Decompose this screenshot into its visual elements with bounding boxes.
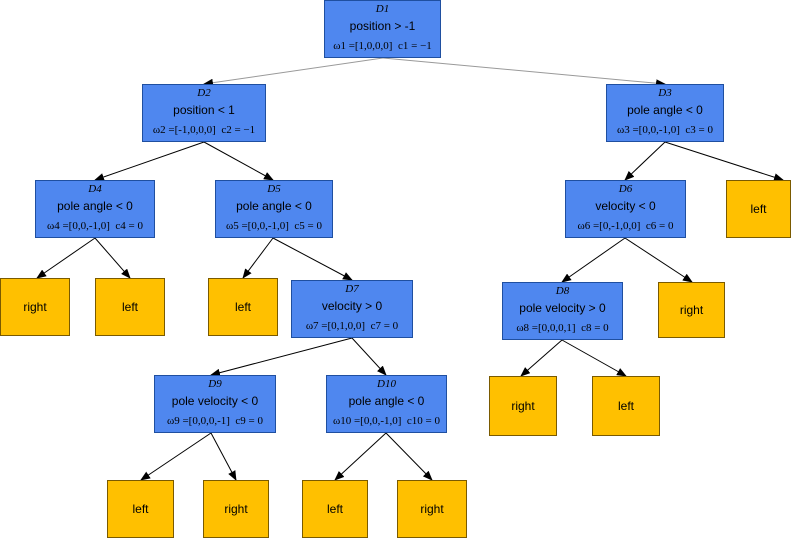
node-params: ω4 =[0,0,-1,0] c4 = 0: [38, 220, 152, 232]
node-c: c9 = 0: [235, 415, 264, 427]
node-c: c4 = 0: [115, 220, 144, 232]
edge-d1-d3: [382, 57, 666, 88]
node-condition: pole angle < 0: [348, 394, 425, 408]
decision-node-d3[interactable]: D3 pole angle < 0 ω3 =[0,0,-1,0] c3 = 0: [606, 84, 724, 142]
edge-d4-leaf-left: [36, 237, 96, 279]
node-params: ω9 =[0,0,0,-1] c9 = 0: [157, 415, 273, 427]
decision-node-d7[interactable]: D7 velocity > 0 ω7 =[0,1,0,0] c7 = 0: [291, 280, 413, 338]
leaf-d9-right[interactable]: right: [203, 480, 269, 538]
node-condition: pole velocity < 0: [171, 394, 259, 408]
leaf-d3-right[interactable]: left: [726, 180, 791, 238]
node-params: ω3 =[0,0,-1,0] c3 = 0: [609, 124, 721, 136]
node-condition: position > -1: [349, 19, 416, 33]
edge-d2-d4: [94, 141, 205, 181]
node-condition: velocity > 0: [321, 299, 383, 313]
node-params: ω8 =[0,0,0,1] c8 = 0: [505, 322, 620, 334]
leaf-d10-left[interactable]: left: [302, 480, 368, 538]
node-id: D9: [208, 378, 222, 390]
node-id: D1: [375, 3, 390, 15]
node-params: ω10 =[0,0,-1,0] c10 = 0: [329, 415, 444, 427]
node-params: ω2 =[-1,0,0,0] c2 = −1: [145, 124, 263, 136]
edge-d7-d10: [351, 337, 387, 376]
node-omega: ω3 =[0,0,-1,0]: [616, 124, 680, 136]
leaf-d4-right[interactable]: left: [95, 278, 165, 336]
edge-d8-leaf-right: [520, 339, 563, 377]
node-condition: velocity < 0: [595, 199, 656, 213]
decision-node-d9[interactable]: D9 pole velocity < 0 ω9 =[0,0,0,-1] c9 =…: [154, 375, 276, 433]
node-omega: ω4 =[0,0,-1,0]: [46, 220, 110, 232]
node-id: D8: [555, 285, 570, 297]
edge-d6-d8: [561, 237, 626, 283]
leaf-d8-left[interactable]: right: [489, 376, 557, 436]
edge-d10-leaf-left: [334, 432, 387, 481]
node-params: ω6 =[0,-1,0,0] c6 = 0: [568, 220, 683, 232]
edge-d9-leaf-right: [210, 432, 237, 481]
leaf-d9-left[interactable]: left: [107, 480, 174, 538]
edge-d10-leaf-right: [385, 432, 433, 481]
node-c: c2 = −1: [221, 124, 256, 136]
decision-node-d2[interactable]: D2 position < 1 ω2 =[-1,0,0,0] c2 = −1: [142, 84, 266, 142]
node-c: c8 = 0: [581, 322, 609, 334]
edge-d3-d6: [624, 141, 666, 181]
node-omega: ω7 =[0,1,0,0]: [305, 320, 366, 332]
edge-d2-d5: [203, 141, 274, 181]
node-condition: position < 1: [173, 103, 235, 117]
node-c: c7 = 0: [370, 320, 399, 332]
node-c: c1 = −1: [397, 40, 432, 52]
node-condition: pole angle < 0: [236, 199, 312, 213]
decision-node-d4[interactable]: D4 pole angle < 0 ω4 =[0,0,-1,0] c4 = 0: [35, 180, 155, 238]
decision-node-d5[interactable]: D5 pole angle < 0 ω5 =[0,0,-1,0] c5 = 0: [215, 180, 333, 238]
edge-d8-leaf-left: [561, 339, 627, 377]
edge-d4-leaf-right: [94, 237, 131, 279]
node-omega: ω8 =[0,0,0,1]: [516, 322, 576, 334]
node-condition: pole velocity > 0: [519, 301, 606, 315]
node-omega: ω6 =[0,-1,0,0]: [577, 220, 641, 232]
edge-d9-leaf-left: [140, 432, 212, 481]
decision-node-d10[interactable]: D10 pole angle < 0 ω10 =[0,0,-1,0] c10 =…: [326, 375, 447, 433]
node-id: D3: [658, 87, 672, 99]
node-params: ω1 =[1,0,0,0] c1 = −1: [327, 40, 438, 52]
node-condition: pole angle < 0: [627, 103, 703, 117]
node-id: D4: [88, 183, 102, 195]
node-c: c10 = 0: [406, 415, 441, 427]
edge-d5-leaf-left: [242, 237, 274, 279]
leaf-d4-left[interactable]: right: [0, 278, 70, 336]
node-omega: ω10 =[0,0,-1,0]: [332, 415, 402, 427]
edge-d7-d9: [210, 337, 353, 377]
node-id: D10: [377, 378, 396, 390]
leaf-d6-right[interactable]: right: [658, 282, 725, 338]
node-condition: pole angle < 0: [57, 199, 133, 213]
leaf-d5-left[interactable]: left: [208, 278, 278, 336]
edge-d3-leaf: [664, 141, 784, 182]
node-id: D2: [197, 87, 211, 99]
node-id: D6: [618, 183, 633, 195]
node-id: D7: [345, 283, 359, 295]
edge-d1-d2: [203, 57, 384, 87]
decision-node-d8[interactable]: D8 pole velocity > 0 ω8 =[0,0,0,1] c8 = …: [502, 282, 623, 340]
node-c: c5 = 0: [294, 220, 323, 232]
leaf-d8-right[interactable]: left: [592, 376, 660, 436]
node-id: D5: [267, 183, 281, 195]
decision-node-d6[interactable]: D6 velocity < 0 ω6 =[0,-1,0,0] c6 = 0: [565, 180, 686, 238]
decision-node-d1[interactable]: D1 position > -1 ω1 =[1,0,0,0] c1 = −1: [324, 0, 441, 58]
node-omega: ω2 =[-1,0,0,0]: [152, 124, 216, 136]
node-omega: ω9 =[0,0,0,-1]: [166, 415, 230, 427]
edge-d5-d7: [272, 237, 353, 281]
node-params: ω7 =[0,1,0,0] c7 = 0: [294, 320, 410, 332]
node-c: c6 = 0: [645, 220, 674, 232]
leaf-d10-right[interactable]: right: [397, 480, 467, 538]
node-c: c3 = 0: [685, 124, 714, 136]
node-omega: ω5 =[0,0,-1,0]: [225, 220, 289, 232]
node-omega: ω1 =[1,0,0,0]: [333, 40, 393, 52]
node-params: ω5 =[0,0,-1,0] c5 = 0: [218, 220, 330, 232]
edge-d6-leaf-right: [624, 237, 693, 283]
